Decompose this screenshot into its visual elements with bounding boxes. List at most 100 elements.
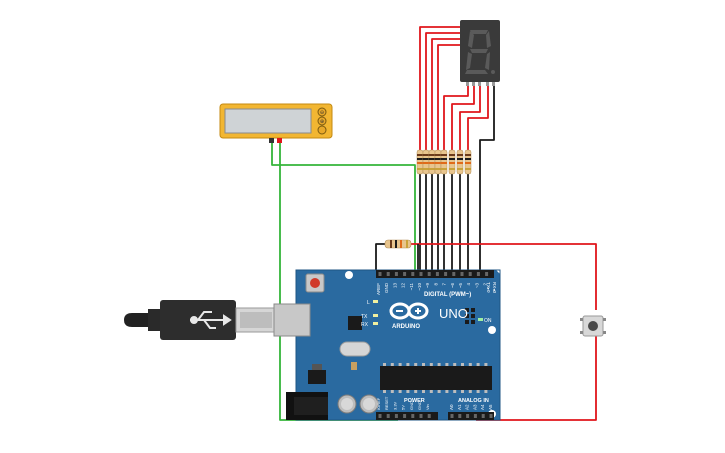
digital-pin-label: 2	[483, 283, 488, 286]
digital-label: DIGITAL (PWM~)	[424, 292, 471, 298]
usb-chip	[348, 316, 362, 330]
header-pin[interactable]	[468, 272, 472, 276]
resistor[interactable]	[428, 149, 436, 175]
header-pin[interactable]	[481, 414, 485, 418]
icsp-header	[465, 308, 475, 324]
header-pin[interactable]	[476, 272, 480, 276]
power-pin-label: Vin	[425, 404, 430, 410]
power-pin-label: IOREF	[376, 397, 381, 410]
header-pin[interactable]	[473, 414, 477, 418]
usb-cable	[124, 300, 277, 340]
wires	[271, 26, 597, 421]
digital-pin-label: ~10	[417, 283, 422, 291]
analog-pin-label: A4	[480, 404, 485, 410]
resistor[interactable]	[440, 149, 448, 175]
digital-pin-label: 12	[401, 283, 406, 289]
analog-header	[448, 412, 494, 420]
digital-pin-label: 13	[392, 283, 397, 289]
serial-pin-label: RX◂0	[492, 282, 497, 294]
analog-pin-label: A0	[449, 404, 454, 410]
header-pin[interactable]	[411, 272, 415, 276]
usb-socket	[273, 303, 311, 337]
resistor[interactable]	[422, 149, 430, 175]
wire-red-seg-c[interactable]	[431, 38, 467, 160]
mount-hole	[345, 271, 353, 279]
resistor[interactable]	[464, 149, 472, 175]
capacitors	[337, 362, 379, 414]
power-pin-label: GND	[417, 401, 422, 410]
digital-pin-label: ~9	[425, 283, 430, 289]
header-pin[interactable]	[460, 272, 464, 276]
header-pin[interactable]	[466, 414, 470, 418]
resistor[interactable]	[434, 149, 442, 175]
wire-red-seg-f[interactable]	[451, 82, 475, 160]
power-pin-label: RESET	[384, 396, 389, 410]
mount-hole	[488, 326, 496, 334]
pull-down-resistor[interactable]	[384, 239, 412, 249]
digital-pin-label: ~11	[409, 283, 414, 291]
header-pin[interactable]	[411, 414, 415, 418]
header-pin[interactable]	[450, 414, 454, 418]
header-pin[interactable]	[485, 272, 489, 276]
header-pin[interactable]	[378, 272, 382, 276]
serial-pin-label: TX▸0	[486, 282, 491, 293]
wire-red-seg-e[interactable]	[443, 82, 469, 160]
digital-header	[376, 270, 494, 278]
wire-red-button-top[interactable]	[410, 243, 597, 310]
power-pin-label: 5V	[401, 405, 406, 410]
header-pin[interactable]	[458, 414, 462, 418]
analog-pin-label: A5	[488, 404, 493, 410]
header-pin[interactable]	[386, 414, 390, 418]
rx-label: RX	[361, 322, 369, 328]
digital-pin-label: 4	[466, 283, 471, 286]
push-button[interactable]	[580, 315, 606, 337]
header-pin[interactable]	[386, 272, 390, 276]
wire-red-button-bottom[interactable]	[476, 336, 597, 421]
power-pin-label: GND	[409, 401, 414, 410]
wire-black-button-pin[interactable]	[375, 243, 385, 270]
regulator	[308, 370, 326, 384]
digital-pin-label: ~5	[458, 283, 463, 289]
header-pin[interactable]	[419, 414, 423, 418]
header-pin[interactable]	[403, 414, 407, 418]
header-pin[interactable]	[452, 272, 456, 276]
lcd-terminals: ⊖ ⊕	[317, 107, 327, 135]
seven-segment-display[interactable]	[460, 20, 500, 86]
status-leds	[373, 300, 483, 325]
header-pin[interactable]	[394, 272, 398, 276]
reset-button[interactable]	[305, 273, 325, 293]
header-pin[interactable]	[403, 272, 407, 276]
wire-red-seg-g[interactable]	[459, 82, 481, 160]
lcd-display[interactable]: ⊖ ⊕	[219, 103, 333, 143]
resistor[interactable]	[448, 149, 456, 175]
wire-red-seg-b[interactable]	[425, 32, 467, 160]
header-pin[interactable]	[427, 414, 431, 418]
header-pin[interactable]	[378, 414, 382, 418]
on-label: ON	[484, 318, 492, 324]
resistor[interactable]	[456, 149, 464, 175]
segments	[465, 30, 495, 74]
l-label: L	[367, 300, 370, 306]
analog-pin-label: A3	[472, 404, 477, 410]
header-pin[interactable]	[427, 272, 431, 276]
header-pin[interactable]	[435, 272, 439, 276]
resistor[interactable]	[416, 149, 424, 175]
digital-pin-label: ~6	[450, 283, 455, 289]
header-pin[interactable]	[419, 272, 423, 276]
header-pin[interactable]	[444, 272, 448, 276]
power-label: POWER	[404, 398, 425, 404]
digital-pin-label: ~3	[474, 283, 479, 289]
wire-red-seg-dp[interactable]	[467, 82, 489, 160]
header-pin[interactable]	[394, 414, 398, 418]
digital-pin-label: GND	[384, 282, 389, 293]
wire-red-seg-d[interactable]	[437, 44, 467, 160]
crystal	[339, 341, 371, 357]
header-pin[interactable]	[489, 414, 493, 418]
wire-red-seg-a[interactable]	[419, 26, 467, 160]
wire-green-lcd-signal[interactable]	[271, 142, 416, 280]
